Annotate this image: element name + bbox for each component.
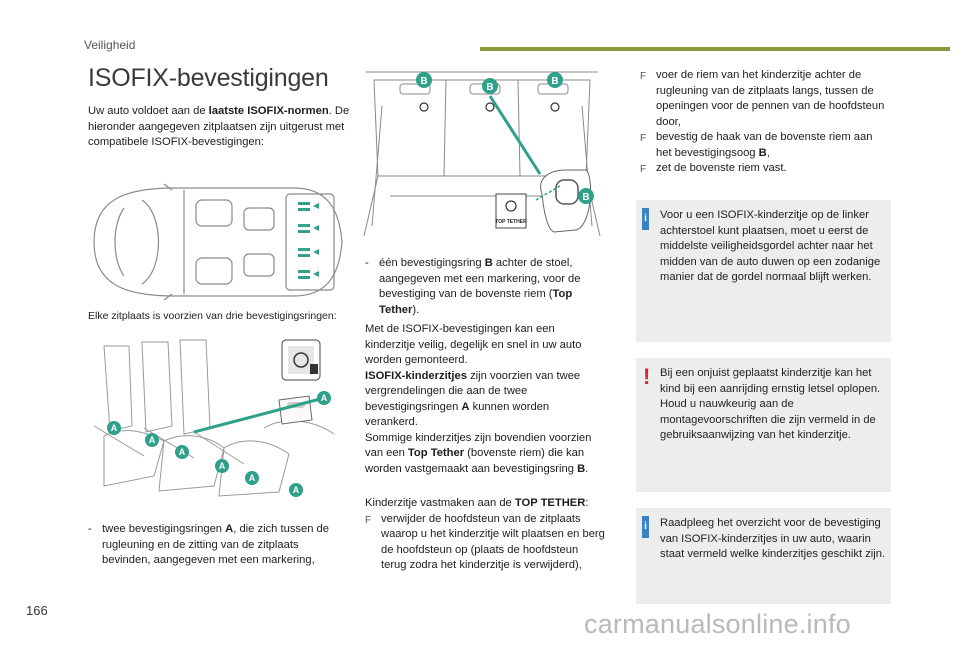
trunk-b-illustration: TOP TETHER B B B B [363,71,601,237]
marker-b-label: B [420,76,427,87]
top-tether-steps: Kinderzitje vastmaken aan de TOP TETHER:… [365,496,605,574]
seats-a-illustration: A A A A A A A [93,339,335,497]
marker-b-label: B [551,76,558,87]
info-box-overview: i Raadpleeg het overzicht voor de bevest… [636,508,891,604]
section-label: Veiligheid [84,38,136,52]
info-box-left-seat: i Voor u een ISOFIX-kinderzitje op de li… [636,200,891,342]
bullet-dash: - [88,523,92,535]
marker-a-label: A [179,447,186,457]
para-isofix-seats: ISOFIX-kinderzitjes zijn voorzien van tw… [365,369,581,429]
header-rule [480,47,950,51]
info-icon: i [642,516,649,538]
step-glyph: F [365,514,372,526]
warning-box: ! Bij een onjuist geplaatst kinderzitje … [636,358,891,492]
page-title: ISOFIX-bevestigingen [88,64,329,92]
warning-text: Bij een onjuist geplaatst kinderzitje ka… [660,366,888,444]
info-text-overview: Raadpleeg het overzicht voor de bevestig… [660,517,886,560]
marker-a-label: A [111,423,118,433]
para-top-tether: Sommige kinderzitjes zijn bovendien voor… [365,431,592,475]
step-4: zet de bovenste riem vast. [656,162,787,174]
top-tether-steps-continued: F voer de riem van het kinderzitje achte… [640,68,890,178]
marker-a-label: A [219,461,226,471]
bullet-rings-a: - twee bevestigingsringen A, die zich tu… [88,522,350,569]
top-tether-label: TOP TETHER [495,219,527,225]
step-2: voer de riem van het kinderzitje achter … [656,69,885,128]
isofix-description: Met de ISOFIX-bevestigingen kan een kind… [365,322,605,477]
watermark: carmanualsonline.info [584,609,851,639]
step-1: verwijder de hoofdsteun van de zitplaats… [381,512,605,572]
bullet-ring-b: - één bevestigingsring B achter de stoel… [365,256,603,318]
marker-a-label: A [321,393,328,403]
step-glyph: F [640,71,647,82]
info-icon: i [642,208,649,230]
step-glyph: F [640,164,647,175]
warning-instructions: Houd u nauwkeurig aan de montagevoorschr… [660,398,876,441]
warning-injury: Bij een onjuist geplaatst kinderzitje ka… [660,367,881,395]
bullet-dash: - [365,257,369,269]
para-isofix-mount: Met de ISOFIX-bevestigingen kan een kind… [365,323,582,366]
warning-icon: ! [643,364,651,389]
steps-heading: Kinderzitje vastmaken aan de TOP TETHER: [365,497,589,509]
car-top-view-illustration [93,183,343,301]
info-text-left-seat: Voor u een ISOFIX-kinderzitje op de link… [660,209,881,283]
marker-b-label: B [582,192,589,203]
marker-a-label: A [249,473,256,483]
page-number: 166 [26,603,48,618]
marker-b-label: B [486,82,493,93]
step-3: bevestig de haak van de bovenste riem aa… [656,131,873,159]
step-glyph: F [640,133,647,144]
marker-a-label: A [293,485,300,495]
rings-caption: Elke zitplaats is voorzien van drie beve… [88,310,337,322]
marker-a-label: A [149,435,156,445]
intro-paragraph: Uw auto voldoet aan de laatste ISOFIX-no… [88,105,350,148]
